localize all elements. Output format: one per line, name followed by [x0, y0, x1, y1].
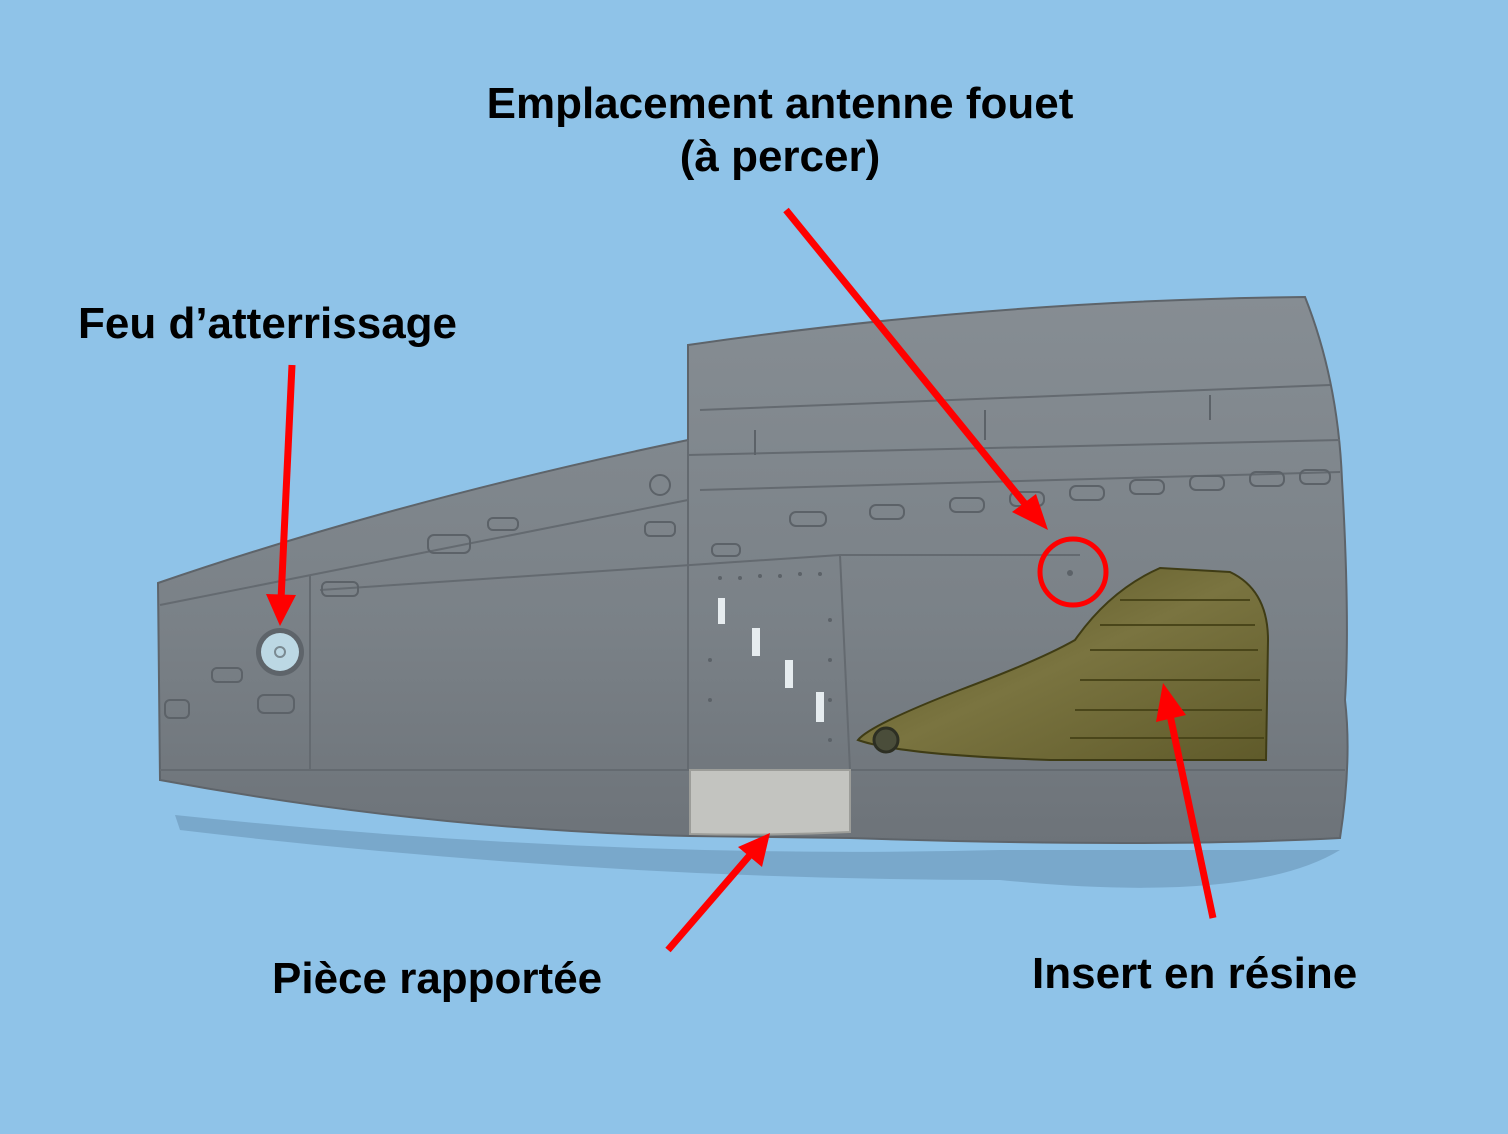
- access-hatches: [164, 395, 1331, 719]
- piece-arrow-head: [738, 833, 770, 867]
- resin-insert-label: Insert en résine: [1032, 949, 1358, 998]
- added-piece-label: Pièce rapportée: [272, 954, 603, 1003]
- insert-arrow-head: [1156, 683, 1186, 722]
- rivets: [708, 570, 1073, 742]
- landing-light-label: Feu d’atterrissage: [78, 299, 458, 348]
- annotation-arrows: [266, 207, 1217, 953]
- piece-arrow-shaft: [665, 852, 753, 953]
- antenna-arrow-head: [1012, 494, 1048, 530]
- insert-arrow-shaft: [1166, 714, 1217, 919]
- ejector-slots: [718, 598, 824, 722]
- added-patch: [689, 769, 851, 836]
- antenna-label-line1: Emplacement antenne fouet: [486, 79, 1074, 128]
- antenna-arrow-shaft: [783, 207, 1033, 513]
- antenna-location-label: Emplacement antenne fouet (à percer): [440, 78, 1120, 184]
- antenna-label-line2: (à percer): [679, 131, 881, 181]
- strut-pivot: [872, 726, 900, 754]
- antenna-location-circle: [1037, 536, 1109, 608]
- light-arrow-shaft: [277, 364, 296, 601]
- light-arrow-head: [266, 594, 296, 626]
- landing-light: [256, 628, 304, 676]
